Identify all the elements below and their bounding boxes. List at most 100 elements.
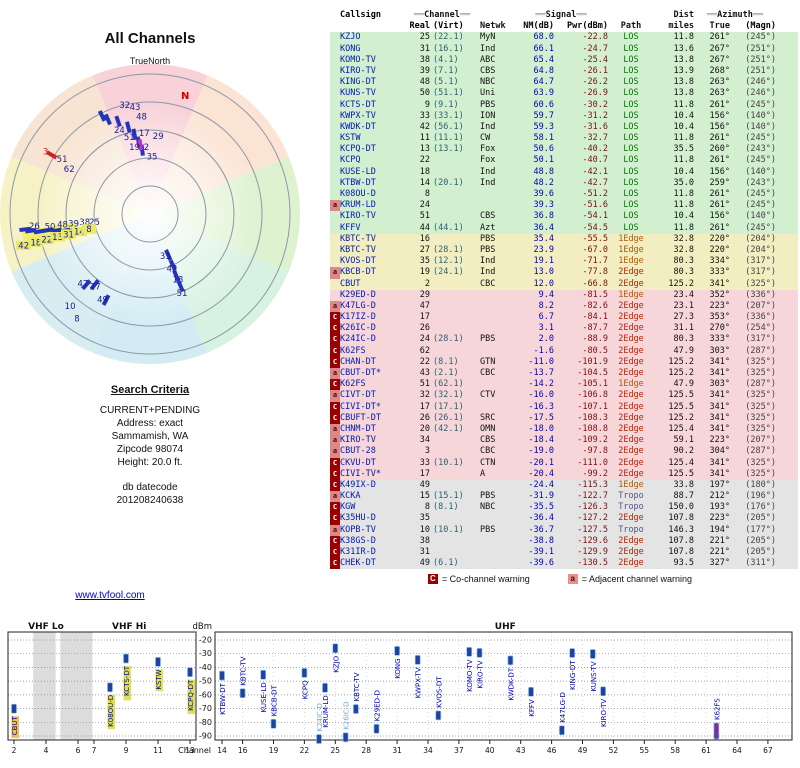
distance-miles: 13.8 (673, 88, 694, 99)
y-axis-tick-label: -60 (199, 690, 212, 699)
callsign-link[interactable]: KCKA (340, 491, 361, 502)
callsign-link[interactable]: KIRO-TV (340, 65, 376, 76)
warning-marker (330, 155, 340, 166)
station-label: KCPQ-DT (187, 679, 195, 715)
callsign-link[interactable]: KCPQ (340, 155, 361, 166)
virtual-channel (430, 301, 478, 312)
callsign-link[interactable]: CBUT (340, 278, 361, 289)
tvfool-link[interactable]: www.tvfool.com (75, 590, 145, 601)
callsign-link[interactable]: K35HU-D (340, 513, 376, 524)
callsign-link[interactable]: K47LG-D (340, 300, 376, 311)
azimuth-true: 220° (709, 244, 730, 255)
callsign-link[interactable]: KVOS-DT (340, 256, 376, 267)
callsign-link[interactable]: CIVT-DT (340, 390, 376, 401)
callsign-link[interactable]: CKVU-DT (340, 457, 376, 468)
real-channel: 48 (419, 77, 430, 88)
callsign-link[interactable]: KONG (340, 43, 361, 54)
azimuth-magnetic: (325°) (745, 278, 776, 289)
real-channel: 11 (419, 133, 430, 144)
callsign-link[interactable]: CIVI-DT* (340, 401, 381, 412)
virtual-channel: (44.1) (433, 222, 464, 233)
station-signal-marker (239, 688, 246, 699)
callsign-link[interactable]: KUNS-TV (340, 88, 376, 99)
callsign-link[interactable]: KING-DT (340, 77, 376, 88)
signal-path: LOS (623, 177, 639, 188)
azimuth-magnetic: (287°) (745, 446, 776, 457)
callsign-link[interactable]: KTBW-DT (340, 177, 376, 188)
radar-channel-label: 51 (177, 289, 188, 299)
callsign-link[interactable]: K62FS (340, 379, 366, 390)
signal-power: -87.7 (582, 323, 608, 334)
callsign-link[interactable]: CHNM-DT (340, 423, 376, 434)
callsign-link[interactable]: KIRO-TV (340, 435, 376, 446)
noise-margin: -39.1 (528, 547, 554, 557)
signal-power: -26.1 (582, 65, 608, 76)
callsign-link[interactable]: CIVI-TV* (340, 468, 381, 479)
callsign-link[interactable]: K08OU-D (340, 189, 376, 199)
virtual-channel (430, 346, 478, 357)
callsign-link[interactable]: K29ED-D (340, 289, 376, 300)
callsign-link[interactable]: K62FS (340, 345, 366, 356)
callsign-link[interactable]: KZJO (340, 32, 361, 43)
callsign-link[interactable]: KOMO-TV (340, 54, 376, 65)
x-axis-tick-label: 40 (485, 746, 495, 755)
callsign-link[interactable]: KGW (340, 502, 356, 513)
callsign-link[interactable]: KOPB-TV (340, 524, 376, 535)
callsign-link[interactable]: K38GS-D (340, 535, 376, 546)
station-label: KWDK-DT (507, 667, 515, 700)
svg-text:KONG: KONG (394, 658, 402, 678)
callsign-link[interactable]: KCTS-DT (340, 99, 376, 110)
callsign-link[interactable]: KBCB-DT (340, 267, 376, 278)
station-label: K08OU-D (107, 695, 115, 730)
callsign-link[interactable]: CBUT-DT* (340, 368, 381, 378)
callsign-link[interactable]: KCPQ-DT (340, 144, 376, 155)
noise-margin: -35.5 (528, 502, 554, 513)
header-true: True (709, 21, 730, 32)
virtual-channel: (2.1) (433, 368, 459, 378)
band-label: VHF Lo (28, 622, 64, 632)
real-channel: 29 (419, 289, 430, 300)
callsign-link[interactable]: K17IZ-D (340, 312, 376, 323)
signal-power: -66.8 (582, 278, 608, 289)
callsign-link[interactable]: KRUM-LD (340, 200, 376, 211)
warning-marker (330, 77, 340, 88)
callsign-link[interactable]: K31IR-D (340, 547, 376, 557)
callsign-link[interactable]: CBUT-28 (340, 446, 376, 457)
network: OMN (480, 423, 496, 434)
radar-channel-label: 31 (63, 230, 74, 240)
signal-power: -130.5 (577, 558, 608, 569)
radar-signal-bar (164, 249, 173, 261)
noise-margin: -18.4 (528, 435, 554, 446)
svg-text:K26IC-D: K26IC-D (343, 701, 351, 729)
svg-text:K62FS: K62FS (713, 698, 721, 720)
noise-margin: -16.3 (528, 401, 554, 412)
callsign-link[interactable]: CBUFT-DT (340, 412, 381, 423)
callsign-link[interactable]: KIRO-TV (340, 211, 376, 222)
svg-text:KING-DT: KING-DT (569, 660, 577, 690)
virtual-channel: (33.1) (433, 110, 464, 121)
radar-label-highlight (28, 237, 44, 247)
azimuth-true: 156° (709, 110, 730, 121)
callsign-link[interactable]: K49IX-D (340, 479, 376, 490)
header-netwk: Netwk (480, 21, 506, 32)
callsign-link[interactable]: K24IC-D (340, 334, 376, 345)
azimuth-true: 263° (709, 88, 730, 99)
callsign-link[interactable]: KWDK-DT (340, 121, 376, 132)
station-signal-marker (713, 722, 720, 740)
callsign-link[interactable]: KFFV (340, 222, 361, 233)
callsign-link[interactable]: CHEK-DT (340, 558, 376, 569)
callsign-link[interactable]: KBTC-TV (340, 233, 376, 244)
callsign-link[interactable]: KSTW (340, 133, 361, 144)
warning-marker: C (330, 513, 340, 525)
real-channel: 8 (424, 189, 430, 199)
callsign-link[interactable]: KWPX-TV (340, 110, 376, 121)
callsign-link[interactable]: K26IC-D (340, 323, 376, 334)
network: MyN (480, 32, 496, 43)
callsign-link[interactable]: KBTC-TV (340, 244, 376, 255)
callsign-link[interactable]: CHAN-DT (340, 356, 376, 367)
callsign-link[interactable]: KUSE-LD (340, 166, 376, 177)
signal-power: -30.2 (582, 99, 608, 110)
